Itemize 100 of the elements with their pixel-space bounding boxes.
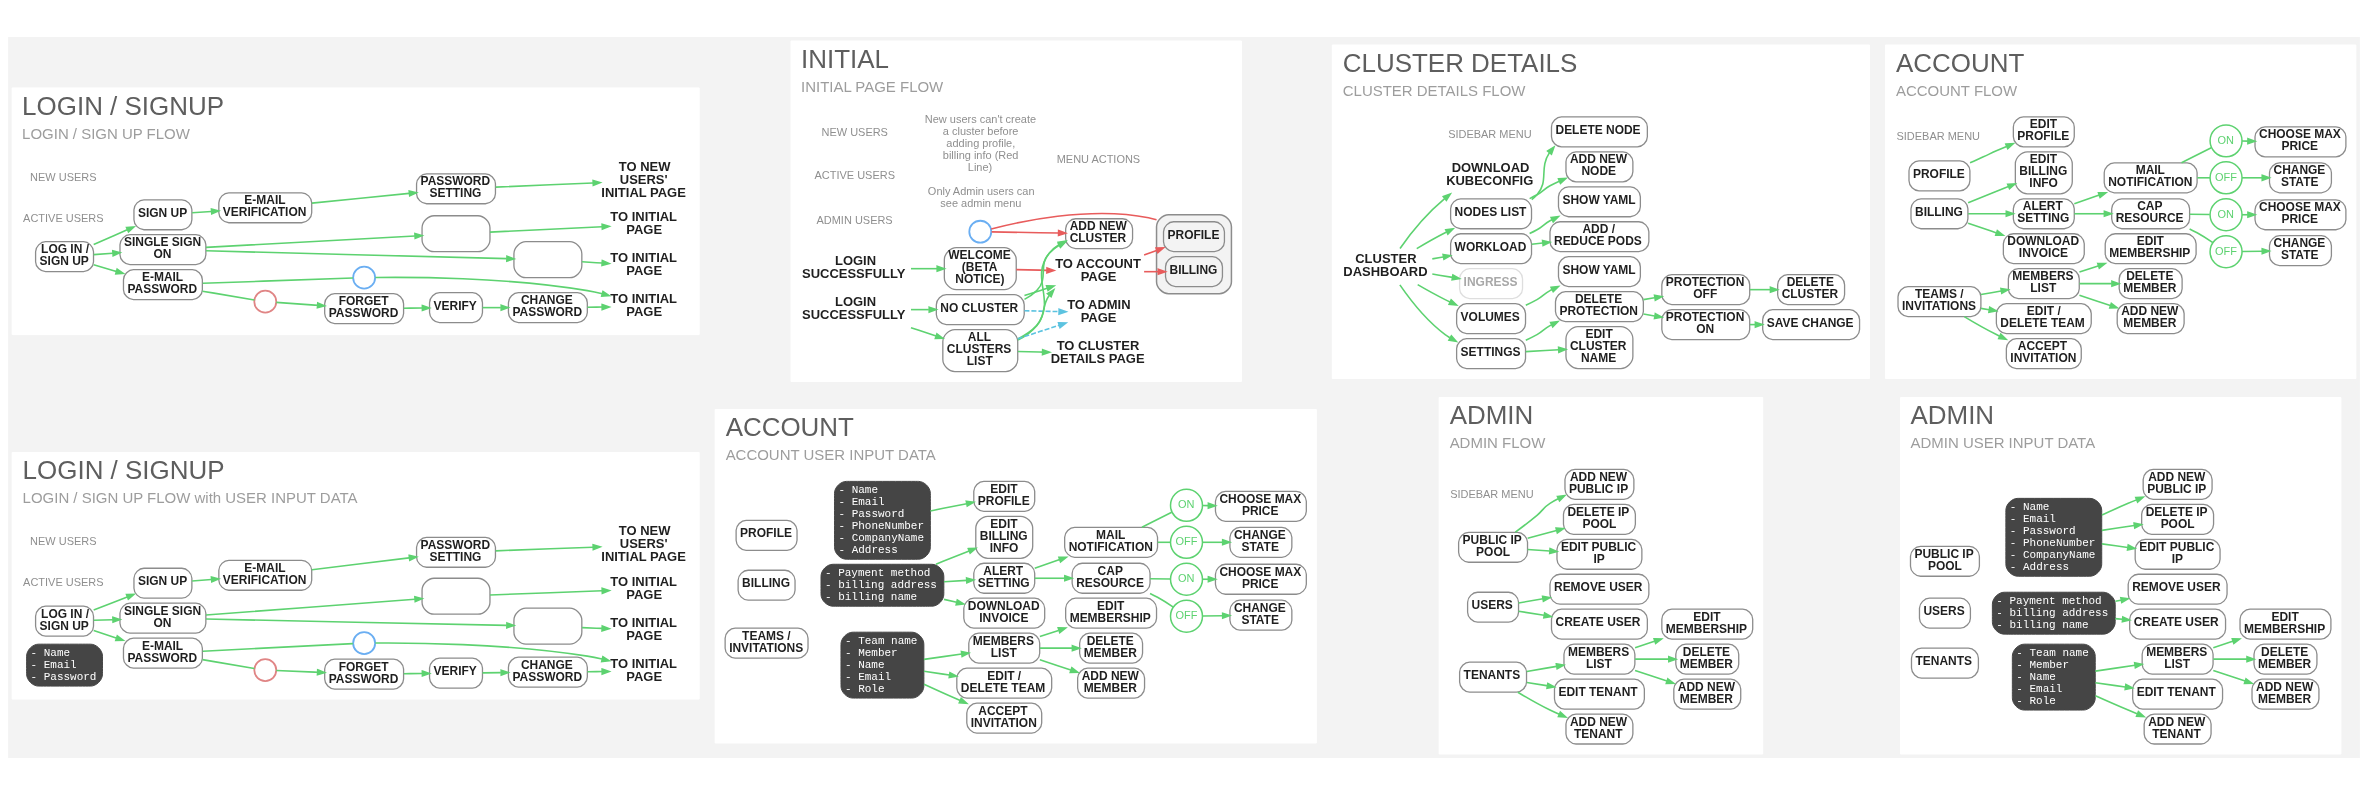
arrow bbox=[2114, 596, 2131, 604]
node-box: ADD NEW MEMBER bbox=[2116, 302, 2185, 334]
node-box: EDIT PROFILE bbox=[973, 480, 1036, 512]
node-box: PUBLIC IP POOL bbox=[1457, 531, 1529, 563]
node-box: CREATE USER bbox=[2129, 608, 2227, 640]
node-box: CHANGE PASSWORD bbox=[507, 656, 588, 688]
arrow bbox=[481, 668, 511, 676]
node-text: DOWNLOAD KUBECONFIG bbox=[1446, 159, 1534, 188]
node-box: EDIT / DELETE TEAM bbox=[956, 666, 1053, 699]
node-circle bbox=[352, 630, 376, 655]
arrow bbox=[1980, 287, 2011, 295]
node-box: EDIT PUBLIC IP bbox=[1556, 538, 1643, 570]
arrow bbox=[402, 303, 432, 312]
node-text: TO NEW USERS' INITIAL PAGE bbox=[601, 522, 686, 564]
node-box: - Payment method - billing address - billing name bbox=[1991, 591, 2116, 635]
arrow bbox=[1039, 644, 1082, 652]
arrow bbox=[1967, 209, 2016, 217]
arrow bbox=[1526, 526, 1566, 539]
connector bbox=[990, 212, 1158, 230]
connector bbox=[2188, 212, 2211, 215]
arrow bbox=[923, 650, 972, 660]
node-box: DELETE PROTECTION bbox=[1554, 290, 1644, 322]
node-box: WELCOME (BETA NOTICE) bbox=[943, 246, 1017, 290]
node-circle bbox=[352, 265, 376, 290]
node-box: SHOW YAML bbox=[1557, 255, 1641, 287]
arrow bbox=[1431, 272, 1462, 281]
node-box: MEMBERS LIST bbox=[968, 632, 1041, 664]
connector bbox=[1141, 510, 1173, 528]
node-box: CAP RESOURCE bbox=[2111, 197, 2191, 229]
node-box: MEMBERS LIST bbox=[2141, 643, 2214, 675]
node-box: NODES LIST bbox=[1450, 197, 1533, 229]
node-text: TO CLUSTER DETAILS PAGE bbox=[1050, 337, 1145, 366]
arrow bbox=[1015, 266, 1057, 274]
node-circle: ON bbox=[2209, 197, 2243, 231]
node-box: SETTINGS bbox=[1455, 337, 1527, 369]
node-box: ALERT SETTING bbox=[973, 562, 1036, 594]
arrow bbox=[1526, 681, 1557, 689]
node-circle bbox=[253, 289, 278, 313]
node-box: DELETE MEMBER bbox=[1079, 632, 1144, 664]
node-box: PROTECTION OFF bbox=[1661, 273, 1751, 305]
node-box: CAP RESOURCE bbox=[1071, 562, 1151, 594]
connector bbox=[202, 642, 354, 652]
node-box: - Team name - Member - Name - Email - Role bbox=[2011, 643, 2096, 711]
arrow bbox=[1528, 215, 1561, 234]
arrow bbox=[586, 303, 612, 311]
node-box: SINGLE SIGN ON bbox=[119, 233, 207, 265]
node-text: LOGIN SUCCESSFULLY bbox=[802, 293, 906, 322]
arrow bbox=[374, 641, 612, 662]
label: NEW USERS bbox=[30, 170, 97, 183]
arrow bbox=[2114, 615, 2132, 623]
arrow bbox=[191, 207, 222, 215]
arrow bbox=[1517, 594, 1553, 604]
node-box: MEMBERS LIST bbox=[1563, 643, 1636, 675]
node-box: BILLING bbox=[1910, 197, 1969, 229]
arrow bbox=[1749, 285, 1780, 293]
arrow bbox=[2078, 293, 2120, 309]
node-box: EDIT TENANT bbox=[2132, 677, 2224, 710]
arrow bbox=[1967, 182, 2018, 203]
node-box: VOLUMES bbox=[1455, 302, 1527, 334]
arrow bbox=[311, 189, 419, 204]
label: SIDEBAR MENU bbox=[1896, 129, 1981, 142]
arrow bbox=[2094, 694, 2147, 717]
node-box: VERIFY bbox=[428, 291, 484, 323]
node-box: PUBLIC IP POOL bbox=[1909, 545, 1981, 577]
node-box: E-MAIL PASSWORD bbox=[122, 637, 203, 669]
arrow bbox=[1399, 283, 1459, 343]
node-box: DELETE IP POOL bbox=[1562, 503, 1636, 535]
label: Only Admin users can see admin menu bbox=[927, 184, 1035, 209]
arrow bbox=[1969, 142, 2016, 164]
arrow bbox=[1517, 690, 1569, 718]
node-box: - Name - Email - Password - PhoneNumber - CompanyName - Address bbox=[2005, 497, 2103, 577]
arrow bbox=[1517, 609, 1554, 619]
node-text: TO INITIAL PAGE bbox=[610, 573, 678, 602]
arrow bbox=[275, 301, 327, 309]
label: NEW USERS bbox=[30, 534, 97, 547]
node-box: E-MAIL PASSWORD bbox=[122, 268, 203, 300]
node-box: DELETE CLUSTER bbox=[1777, 273, 1846, 305]
node-box: EDIT MEMBERSHIP bbox=[2239, 608, 2332, 640]
node-box: FORGET PASSWORD bbox=[324, 292, 405, 324]
node-box: ADD NEW MEMBER bbox=[1077, 666, 1146, 699]
node-text: TO INITIAL PAGE bbox=[610, 290, 678, 319]
node-box: TENANTS bbox=[1458, 661, 1528, 693]
node-box: MAIL NOTIFICATION bbox=[1064, 526, 1159, 558]
arrow bbox=[2212, 637, 2242, 648]
arrow bbox=[581, 258, 612, 267]
node-box: WORKLOAD bbox=[1450, 232, 1533, 264]
node-box: SAVE CHANGE bbox=[1762, 308, 1861, 340]
node-box: SIGN UP bbox=[133, 567, 193, 599]
arrow bbox=[92, 249, 123, 257]
arrow bbox=[1514, 494, 1567, 533]
connector bbox=[2180, 146, 2213, 164]
arrow bbox=[2212, 655, 2257, 663]
label: ACTIVE USERS bbox=[23, 575, 104, 588]
node-box: BILLING bbox=[737, 569, 796, 601]
arrow bbox=[1642, 293, 1665, 301]
node-box: NO CLUSTER bbox=[935, 293, 1025, 325]
arrow bbox=[1415, 227, 1456, 249]
arrow bbox=[2101, 542, 2138, 551]
arrow bbox=[1431, 253, 1453, 261]
label: ACTIVE USERS bbox=[814, 168, 895, 181]
